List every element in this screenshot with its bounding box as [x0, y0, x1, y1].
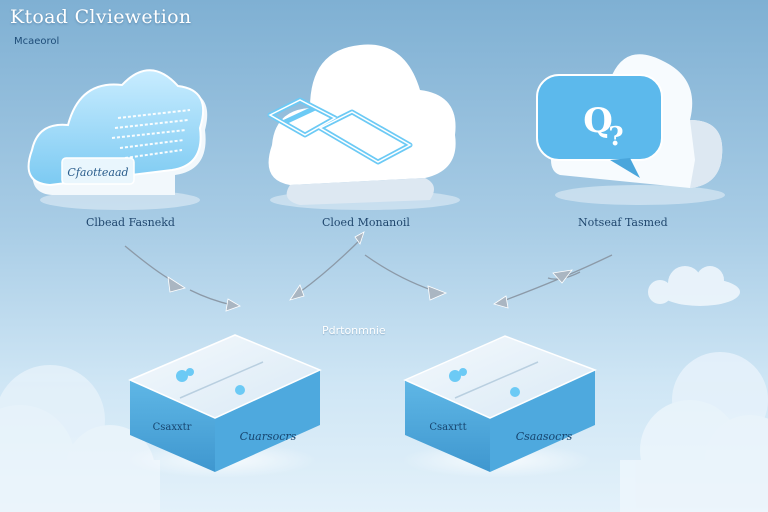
- storage-box-icon-2: Csaxrtt Csaasocrs: [402, 335, 597, 478]
- diagram-title: Ktoad Clviewetion: [10, 6, 192, 28]
- box-front-left-text: Csaxxtr: [153, 422, 192, 433]
- box2-front-left-text: Csaxrtt: [429, 422, 466, 433]
- background-cloud-small: [648, 266, 740, 306]
- cloud-label-center: Cloed Monanoil: [322, 216, 410, 229]
- data-lines-icon: [111, 109, 191, 159]
- svg-text:Q: Q: [583, 101, 613, 141]
- qr-bubble-icon: Q ?: [536, 74, 663, 178]
- cloud-label-left: Clbead Fasnekd: [86, 216, 175, 229]
- background-cloud-right: [620, 352, 768, 512]
- storage-box-icon: Csaxxtr Cuarsocrs: [127, 334, 322, 478]
- cloud-chain-group: [267, 44, 460, 210]
- cloud-bubble-group: Q ?: [536, 54, 725, 205]
- background-cloud-left: [0, 365, 160, 512]
- box-front-right-text: Cuarsocrs: [240, 430, 297, 443]
- box2-front-right-text: Csaasocrs: [516, 430, 573, 443]
- svg-text:?: ?: [608, 122, 623, 152]
- arrow-icon: [124, 237, 613, 306]
- platform-label: Pdrtonmnie: [322, 324, 386, 337]
- cloud-icon: Cfaotteaad: [27, 69, 208, 210]
- cloud-badge-text: Cfaotteaad: [67, 166, 128, 179]
- diagram-subtitle: Mcaeorol: [14, 36, 60, 47]
- arrow-heads: [167, 231, 573, 312]
- cloud-label-right: Notseaf Tasmed: [578, 216, 668, 229]
